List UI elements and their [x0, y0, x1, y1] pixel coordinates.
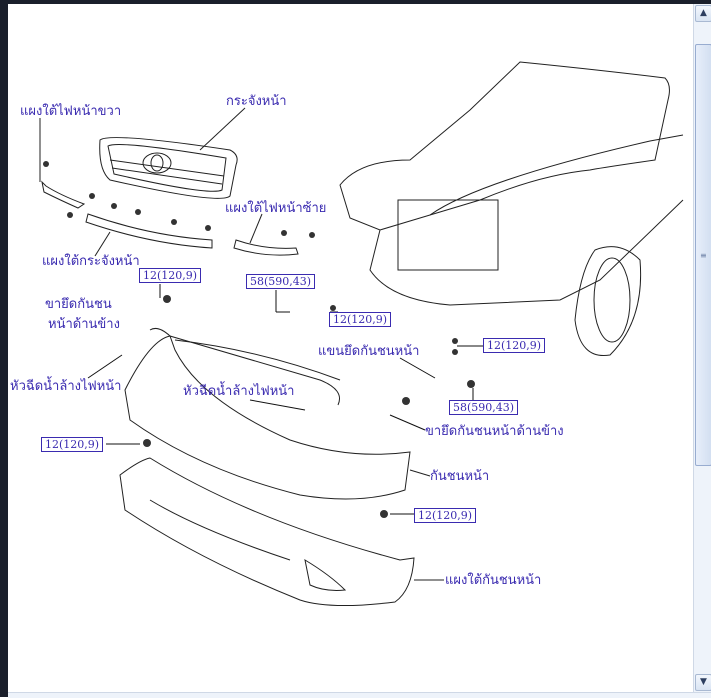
label-grille-lower-panel: แผงใต้กระจังหน้า [42, 254, 140, 269]
grille-drawing [99, 107, 246, 199]
label-side-bracket-line1: ขายึดกันชน [45, 297, 112, 312]
label-washer-nozzle-center: หัวฉีดน้ำล้างไฟหน้า [183, 384, 295, 399]
torque-spec: 12(120,9) [329, 312, 392, 327]
label-grille: กระจังหน้า [226, 94, 287, 109]
grille-lower-panel-drawing [85, 213, 213, 249]
right-panel-drawing [41, 180, 86, 209]
label-front-bumper: กันชนหน้า [430, 469, 490, 484]
diagram-drawing [39, 61, 684, 607]
grip-lines-icon: ≡ [700, 251, 707, 260]
torque-spec: 58(590,43) [246, 274, 316, 289]
bumper-lower-panel-drawing [119, 457, 444, 607]
scroll-down-icon[interactable]: ▼ [695, 674, 711, 691]
scroll-up-icon[interactable]: ▲ [695, 5, 711, 22]
label-bumper-arm: แขนยึดกันชนหน้า [318, 344, 420, 359]
truck-drawing [339, 61, 684, 357]
torque-spec: 58(590,43) [449, 400, 519, 415]
label-side-bracket-line2: หน้าด้านข้าง [48, 317, 120, 332]
washer-hose-drawing [149, 328, 340, 406]
torque-spec: 12(120,9) [414, 508, 477, 523]
window-frame-top [0, 0, 711, 4]
torque-spec: 12(120,9) [41, 437, 104, 452]
label-bumper-lower-panel: แผงใต้กันชนหน้า [445, 573, 542, 588]
label-left-headlamp-panel: แผงใต้ไฟหน้าซ้าย [225, 201, 327, 216]
torque-spec: 12(120,9) [139, 268, 202, 283]
label-washer-nozzle-left: หัวฉีดน้ำล้างไฟหน้า [10, 379, 122, 394]
scrollbar-thumb[interactable]: ≡ [695, 44, 711, 466]
parts-diagram: แผงใต้ไฟหน้าขวา กระจังหน้า แผงใต้ไฟหน้าซ… [8, 4, 693, 692]
label-right-headlamp-panel: แผงใต้ไฟหน้าขวา [20, 104, 122, 119]
clips [43, 161, 475, 518]
torque-spec: 12(120,9) [483, 338, 546, 353]
front-bumper-drawing [124, 335, 431, 500]
horizontal-scrollbar[interactable] [8, 692, 711, 698]
label-side-bracket-right: ขายึดกันชนหน้าด้านข้าง [425, 424, 564, 439]
window-frame-left [0, 0, 8, 697]
left-panel-drawing [233, 239, 299, 256]
vertical-scrollbar[interactable]: ▲ ≡ ▼ [693, 4, 711, 692]
